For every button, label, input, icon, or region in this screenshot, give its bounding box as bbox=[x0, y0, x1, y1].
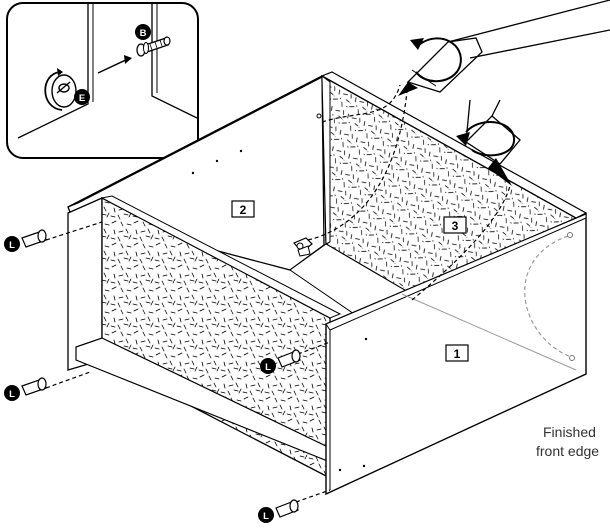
caption-line-1: Finished bbox=[543, 424, 596, 440]
screw-icon bbox=[276, 500, 298, 517]
inset-frame bbox=[7, 3, 198, 158]
detail-inset: E B bbox=[7, 3, 198, 158]
part-letter-l-1: L bbox=[9, 240, 15, 251]
part-letter-b: B bbox=[140, 28, 147, 39]
panel-label-3: 3 bbox=[452, 219, 459, 233]
screwdriver-icon bbox=[398, 0, 610, 96]
part-letter-l-3: L bbox=[265, 362, 271, 373]
screw-icon bbox=[22, 378, 46, 395]
part-letter-e: E bbox=[79, 93, 85, 104]
panel-label-2: 2 bbox=[240, 203, 247, 217]
part-letter-l-2: L bbox=[9, 389, 15, 400]
caption-line-2: front edge bbox=[536, 443, 599, 459]
panel-label-1: 1 bbox=[454, 347, 461, 361]
screw-icon bbox=[22, 230, 46, 247]
part-letter-l-4: L bbox=[263, 511, 269, 522]
